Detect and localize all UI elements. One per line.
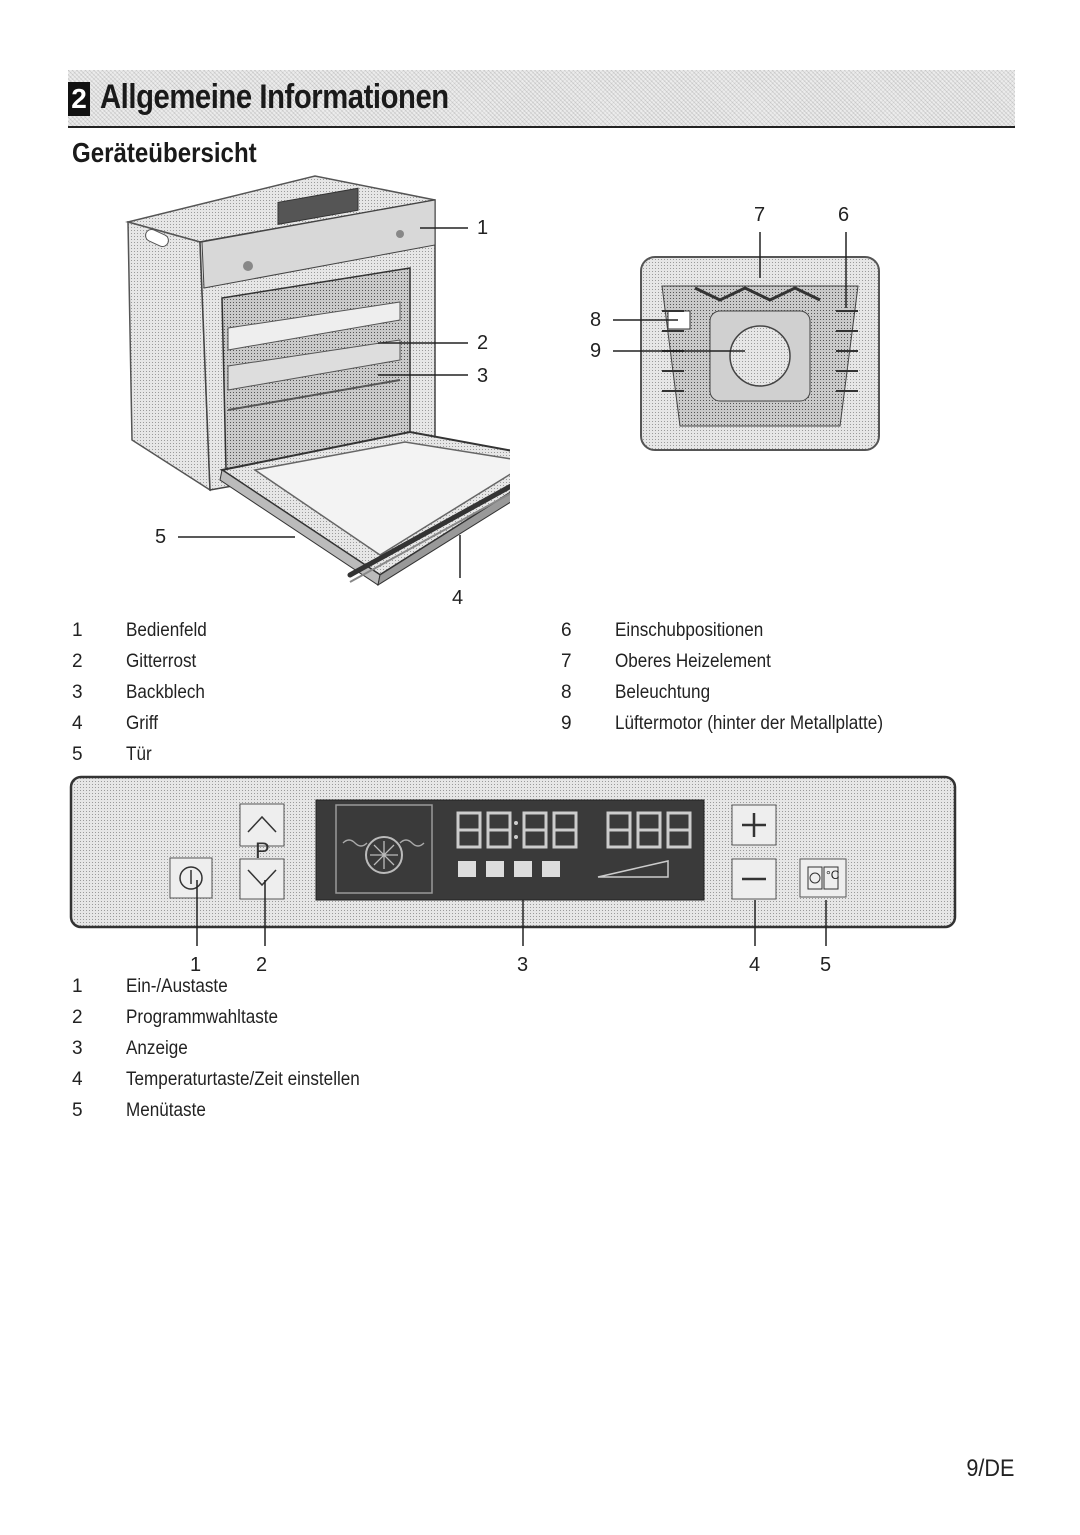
page-number: 9/DE xyxy=(965,1455,1014,1482)
panel-callout-lines xyxy=(196,880,827,946)
panel-callout-2: 2 xyxy=(256,954,268,976)
oven-illustration xyxy=(125,175,510,587)
section-header: 2 Allgemeine Informationen xyxy=(68,70,1015,128)
section-title: Allgemeine Informationen xyxy=(100,78,449,116)
oven-callout-4: 4 xyxy=(452,587,464,609)
panel-callout-5: 5 xyxy=(820,954,832,976)
oven-callout-3: 3 xyxy=(477,365,489,387)
section-number: 2 xyxy=(68,82,90,116)
celsius-symbol: °C xyxy=(826,868,840,882)
oven-interior-illustration xyxy=(640,256,880,451)
oven-callout-lines xyxy=(178,227,468,578)
interior-callout-7: 7 xyxy=(754,204,766,226)
oven-callout-5: 5 xyxy=(155,526,167,548)
oven-callout-1: 1 xyxy=(477,217,489,239)
oven-callout-2: 2 xyxy=(477,332,489,354)
interior-callout-9: 9 xyxy=(590,340,602,362)
control-panel-illustration xyxy=(69,775,957,929)
panel-callout-3: 3 xyxy=(517,954,529,976)
subsection-title: Geräteübersicht xyxy=(72,137,257,168)
panel-callout-1: 1 xyxy=(190,954,202,976)
interior-callout-8: 8 xyxy=(590,309,602,331)
interior-callout-6: 6 xyxy=(838,204,850,226)
panel-callout-4: 4 xyxy=(749,954,761,976)
interior-callout-lines xyxy=(613,232,847,352)
program-button-label: P xyxy=(255,838,270,863)
power-button-drawing xyxy=(169,857,213,899)
